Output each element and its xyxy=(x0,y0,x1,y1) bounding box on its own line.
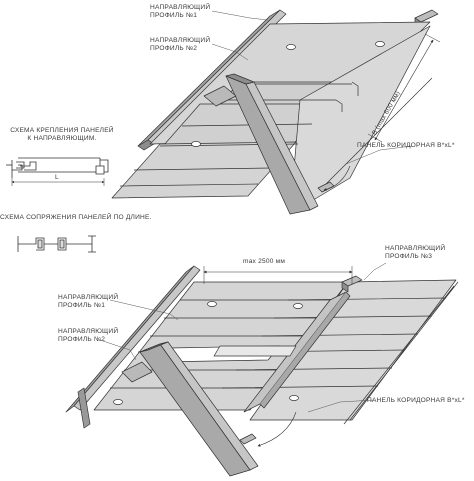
top-assembly xyxy=(111,9,439,215)
top-dim-b xyxy=(367,33,441,143)
label-line: НАПРАВЛЯЮЩИЙ xyxy=(385,245,446,252)
top-hole-3 xyxy=(191,141,201,147)
scheme-attachment-title: СХЕМА КРЕПЛЕНИЯ ПАНЕЛЕЙ К НАПРАВЛЯЮЩИМ. xyxy=(6,127,118,143)
bottom-panel-label: ПАНЕЛЬ КОРИДОРНАЯ В*хL* xyxy=(367,397,465,404)
scheme-attachment xyxy=(6,157,109,186)
bottom-leaders xyxy=(99,262,387,413)
label-line: НАПРАВЛЯЮЩИЙ xyxy=(150,4,211,11)
label-line: К НАПРАВЛЯЮЩИМ. xyxy=(27,135,97,142)
top-profile-1-label: НАПРАВЛЯЮЩИЙ ПРОФИЛЬ №1 xyxy=(150,4,210,20)
scheme-attachment-dim: L xyxy=(55,174,59,181)
top-hole-1 xyxy=(286,44,296,50)
label-line: НАПРАВЛЯЮЩИЙ xyxy=(58,328,119,335)
label-line: ПРОФИЛЬ №3 xyxy=(385,253,433,260)
label-line: СХЕМА КРЕПЛЕНИЯ ПАНЕЛЕЙ xyxy=(10,127,114,134)
label-line: НАПРАВЛЯЮЩИЙ xyxy=(58,294,119,301)
top-arc-arrow xyxy=(323,165,351,191)
scheme-joining-title: СХЕМА СОПРЯЖЕНИЯ ПАНЕЛЕЙ ПО ДЛИНЕ. xyxy=(0,214,152,221)
bottom-dim-length xyxy=(203,266,353,284)
bottom-hole-4 xyxy=(289,395,299,401)
bottom-hole-1 xyxy=(207,301,217,307)
bottom-assembly xyxy=(65,265,459,477)
bottom-hole-3 xyxy=(113,399,123,405)
top-panel-label: ПАНЕЛЬ КОРИДОРНАЯ В*хL* xyxy=(357,142,455,149)
bottom-profile-3-label: НАПРАВЛЯЮЩИЙ ПРОФИЛЬ №3 xyxy=(385,245,445,261)
scheme-joining xyxy=(17,235,96,253)
label-line: НАПРАВЛЯЮЩИЙ xyxy=(150,37,211,44)
bottom-profile-1-label: НАПРАВЛЯЮЩИЙ ПРОФИЛЬ №1 xyxy=(58,294,118,310)
top-leaders xyxy=(211,10,413,165)
bottom-dim-label: max 2500 мм xyxy=(243,258,286,265)
label-line: ПРОФИЛЬ №1 xyxy=(150,12,198,19)
bottom-profile-2-label: НАПРАВЛЯЮЩИЙ ПРОФИЛЬ №2 xyxy=(58,328,118,344)
label-line: ПРОФИЛЬ №1 xyxy=(58,302,106,309)
label-line: ПРОФИЛЬ №2 xyxy=(150,45,198,52)
top-profile-2-label: НАПРАВЛЯЮЩИЙ ПРОФИЛЬ №2 xyxy=(150,37,210,53)
bottom-arc-arrow xyxy=(257,411,297,447)
label-line: ПРОФИЛЬ №2 xyxy=(58,336,106,343)
top-hole-2 xyxy=(375,41,385,47)
bottom-hole-2 xyxy=(293,303,303,309)
